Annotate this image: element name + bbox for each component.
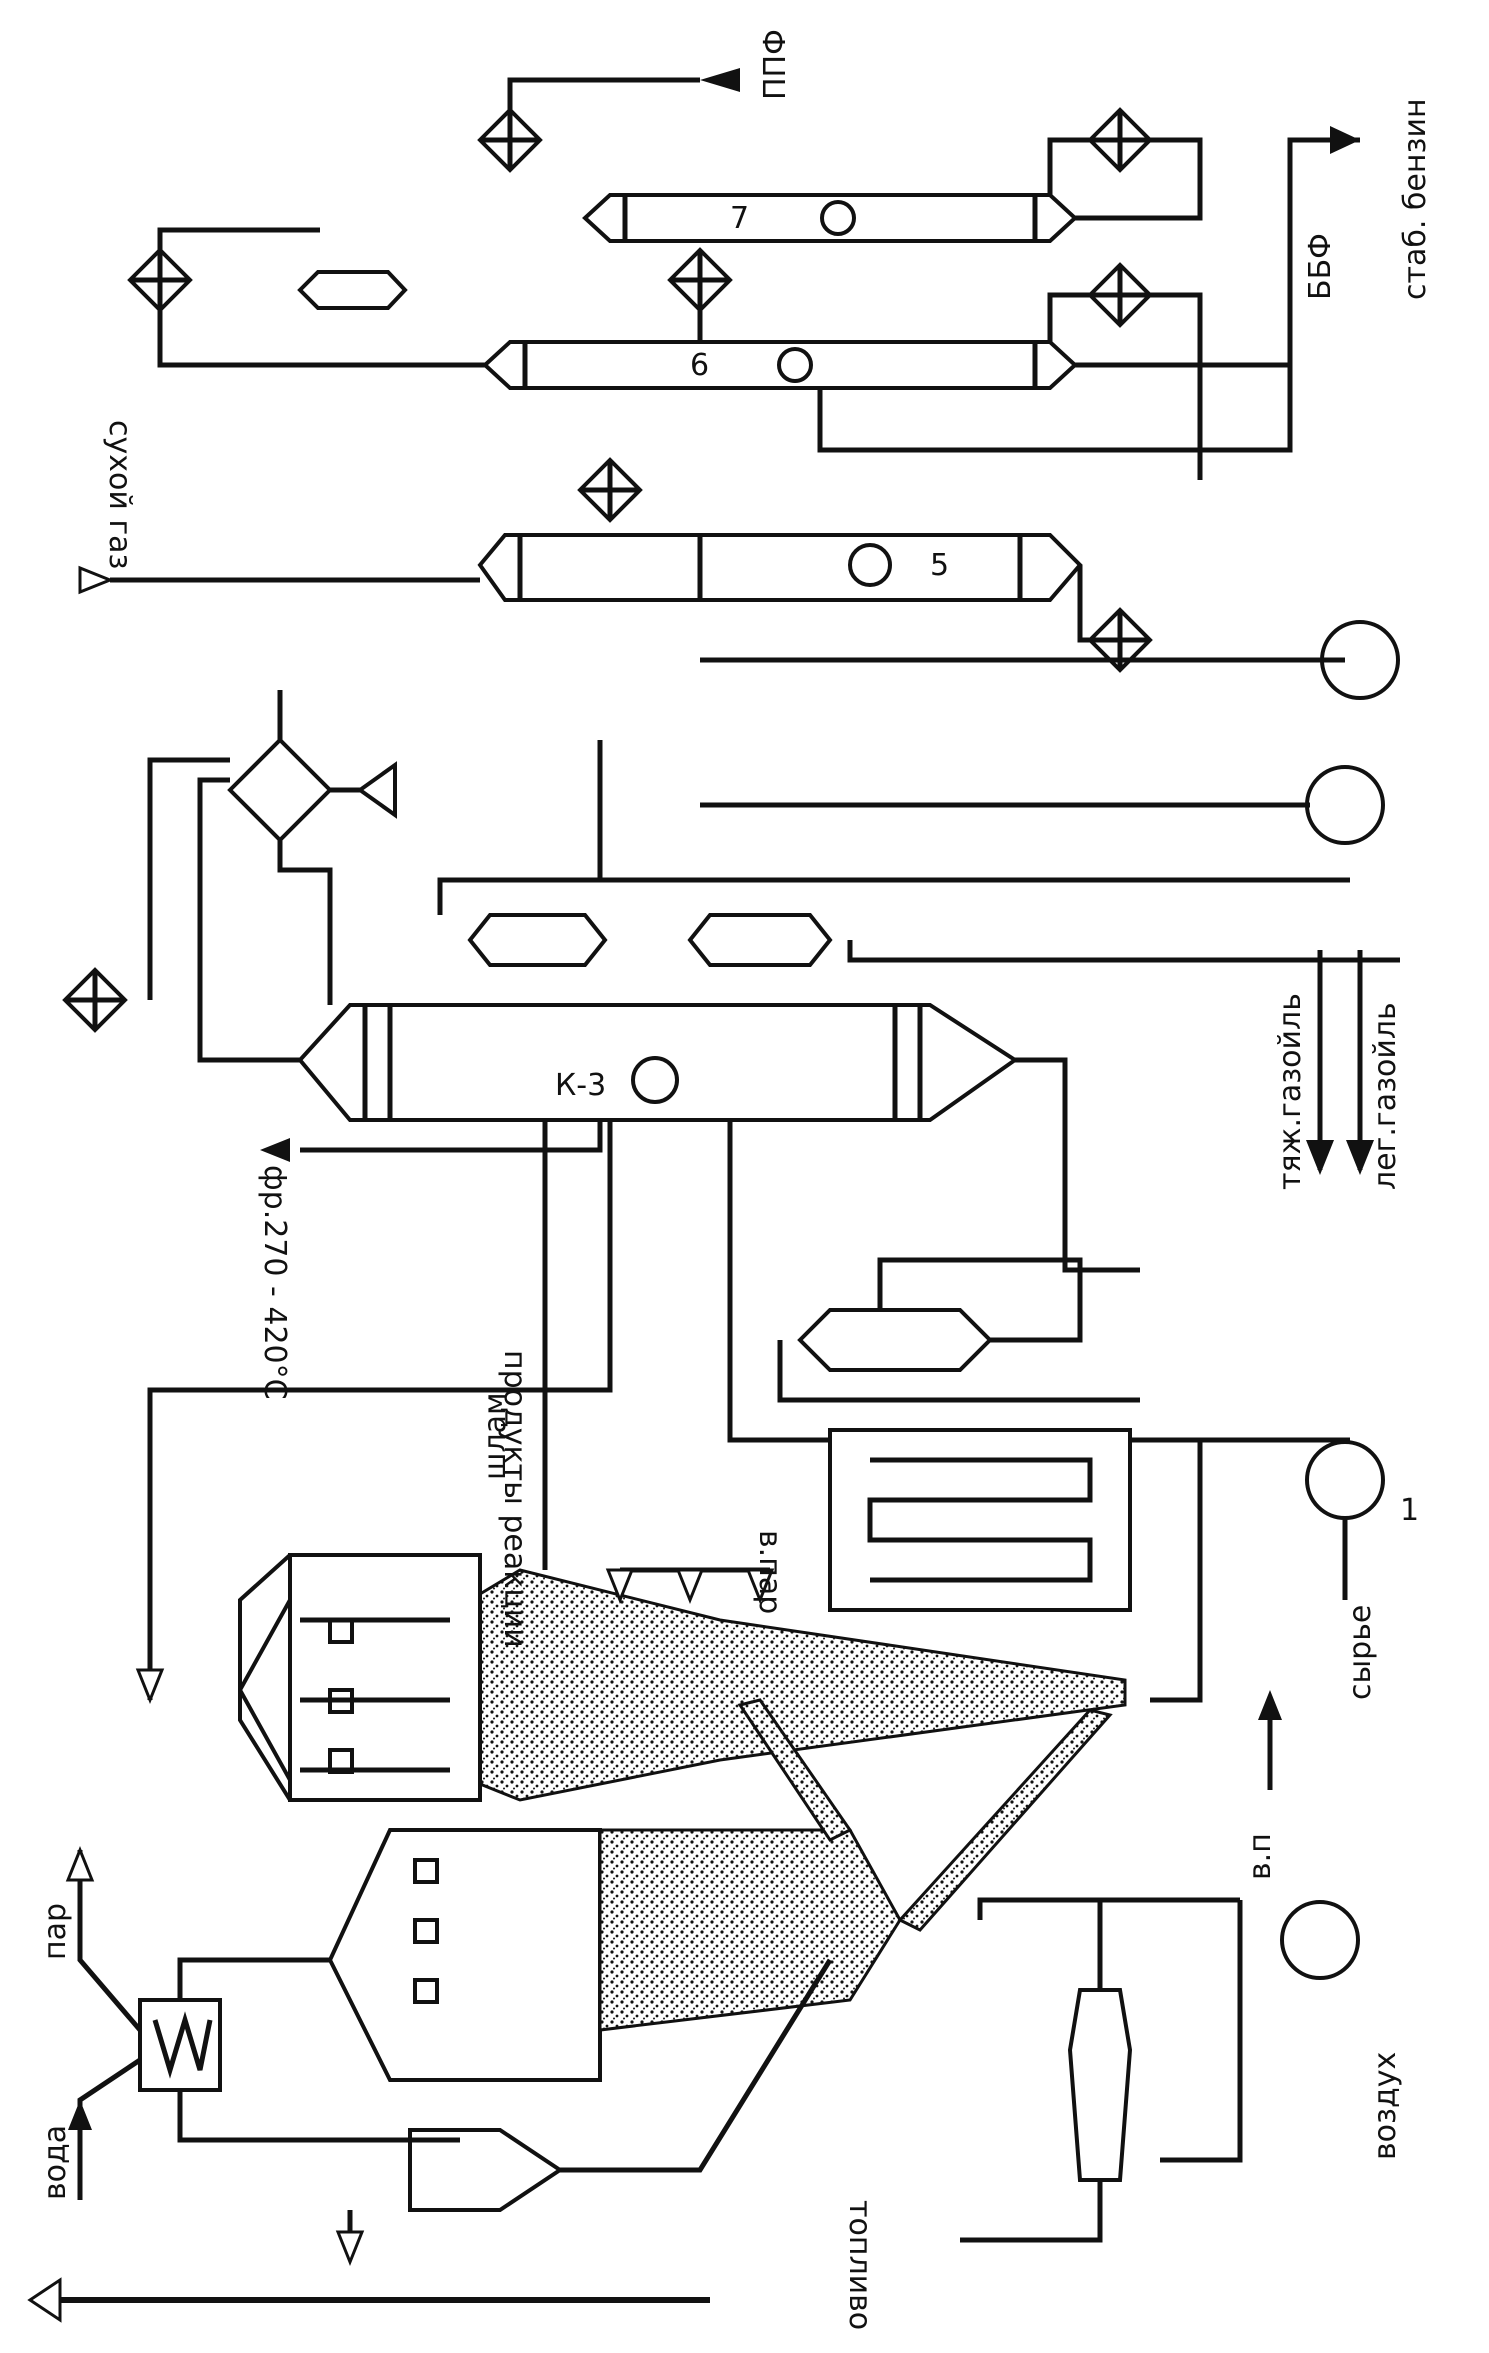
label-dry-gas: сухой газ — [102, 420, 137, 570]
gas-fractionation-section: 7 6 5 — [78, 68, 1360, 673]
heat-exchanger-k3-overhead — [62, 967, 128, 1033]
reactor-bed — [468, 1568, 1127, 1802]
label-sludge: шлам — [478, 1392, 513, 1480]
heat-exchanger-right-1 — [1087, 107, 1153, 173]
label-reaction-products: продукты реакции — [497, 1350, 532, 1648]
column-6-label: 6 — [690, 348, 709, 383]
heat-exchanger-col6 — [667, 247, 733, 313]
pump-circle-right — [1305, 765, 1385, 845]
stream-labels: стаб. бензин ББФ ППФ сухой газ тяж.газой… — [38, 29, 1433, 2330]
riser — [897, 1708, 1113, 1932]
feed-separator — [797, 1308, 993, 1372]
transfer-line — [737, 1698, 853, 1842]
label-air: воздух — [1368, 2052, 1403, 2160]
air-blower — [1280, 1900, 1360, 1980]
regenerator-bed — [598, 1828, 902, 2032]
column-7-label: 7 — [730, 201, 749, 236]
pump-1-label: 1 — [1400, 1493, 1419, 1528]
flue-gas-separator — [408, 2128, 564, 2212]
column-7: 7 — [582, 193, 1078, 243]
label-stab-gasoline: стаб. бензин — [1398, 98, 1433, 300]
regenerator-vessel — [327, 1828, 602, 2082]
main-fractionator-section: К-3 — [62, 620, 1400, 1443]
label-water-steam: в.п — [1243, 1833, 1278, 1880]
feed-furnace — [828, 1428, 1132, 1612]
label-fuel: топливо — [842, 2200, 877, 2330]
heat-exchanger-col5-top — [577, 457, 643, 523]
column-k3: К-3 — [297, 1003, 1019, 1122]
column-6: 6 — [482, 340, 1078, 390]
heat-exchanger-top-mid — [477, 107, 543, 173]
condenser-k3 — [227, 737, 333, 843]
heat-exchanger-right-2 — [1087, 262, 1153, 328]
pump-1 — [1305, 1440, 1385, 1520]
label-steam: пар — [38, 1903, 73, 1960]
column-k3-label: К-3 — [555, 1068, 606, 1103]
reflux-drum-top — [297, 270, 408, 310]
label-water: вода — [38, 2125, 73, 2200]
column-5: 5 — [477, 533, 1083, 602]
label-heavy-gasoil: тяж.газойль — [1273, 993, 1308, 1190]
label-fraction: фр.270 - 420°С — [257, 1165, 292, 1400]
heat-exchanger-top-left — [127, 247, 193, 313]
label-ppf: ППФ — [758, 29, 793, 100]
label-bbf: ББФ — [1303, 233, 1338, 300]
column-5-label: 5 — [930, 548, 949, 583]
label-light-gasoil: лег.газойль — [1368, 1002, 1403, 1190]
gas-separator — [356, 761, 397, 819]
reactor-regenerator-section: 1 — [27, 1120, 1419, 2323]
label-feed: сырье — [1343, 1605, 1378, 1700]
label-steam-in: в.пар — [752, 1530, 787, 1614]
air-heater — [1067, 1988, 1133, 2182]
stripper-1 — [467, 913, 608, 967]
reactor-top — [288, 1553, 482, 1802]
stripper-2 — [687, 913, 833, 967]
